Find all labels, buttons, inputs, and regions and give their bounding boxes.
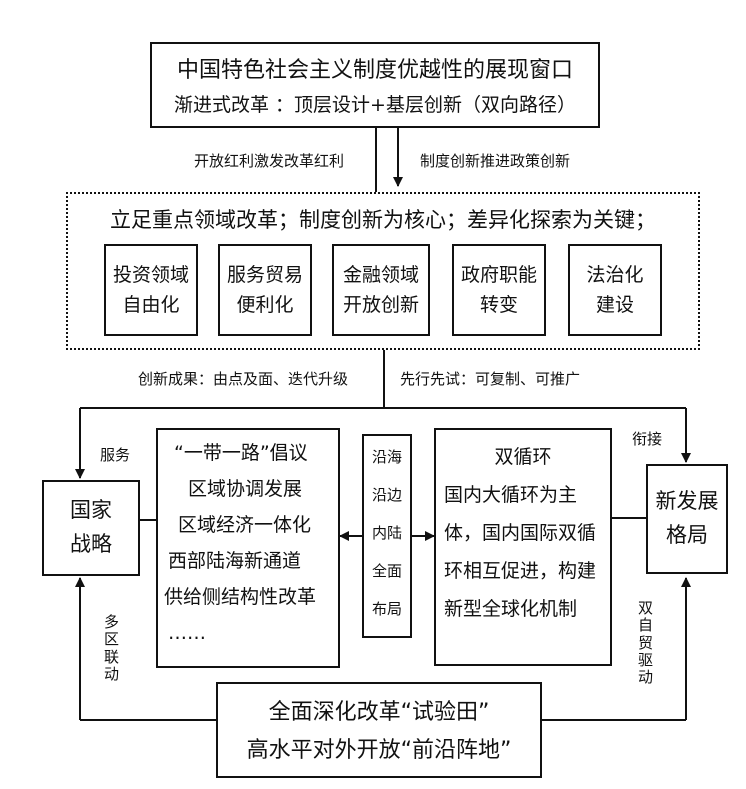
dual-circulation-line2: 体，国内国际双循 bbox=[444, 522, 597, 544]
item-rule-of-law-l2: 建设 bbox=[595, 294, 634, 316]
multi-zone-char-4: 动 bbox=[104, 664, 120, 683]
bottom-box: 全面深化改革“试验田” 高水平对外开放“前沿阵地” bbox=[216, 682, 542, 778]
item-services-trade-l1: 服务贸易 bbox=[226, 263, 303, 286]
strategy-list-box: “一带一路”倡议 区域协调发展 区域经济一体化 西部陆海新通道 供给侧结构性改革… bbox=[156, 428, 340, 668]
innovation-results-label: 创新成果：由点及面、迭代升级 bbox=[138, 370, 349, 388]
layout-item-1: 沿海 bbox=[371, 448, 402, 466]
connect-label: 衔接 bbox=[632, 430, 663, 448]
dual-ftz-char-4: 驱 bbox=[638, 650, 654, 669]
new-development-node: 新发展 格局 bbox=[646, 464, 728, 574]
top-box-line2: 渐进式改革 ：顶层设计+基层创新（双向路径） bbox=[174, 94, 576, 116]
middle-box: 立足重点领域改革；制度创新为核心；差异化探索为关键； bbox=[66, 192, 700, 350]
item-rule-of-law: 法治化 建设 bbox=[568, 244, 662, 336]
layout-item-4: 全面 bbox=[371, 562, 402, 580]
multi-zone-char-1: 多 bbox=[104, 613, 120, 631]
item-services-trade-l2: 便利化 bbox=[236, 294, 294, 316]
serve-label: 服务 bbox=[100, 446, 131, 464]
multi-zone-char-2: 区 bbox=[104, 630, 120, 649]
strategy-item-5: 供给侧结构性改革 bbox=[164, 586, 317, 608]
dual-circulation-box: 双循环 国内大循环为主 体，国内国际双循 环相互促进，构建 新型全球化机制 bbox=[434, 428, 612, 666]
item-rule-of-law-l1: 法治化 bbox=[586, 263, 644, 286]
top-box-line1: 中国特色社会主义制度优越性的展现窗口 bbox=[176, 58, 573, 83]
pilot-trial-label: 先行先试：可复制、可推广 bbox=[400, 370, 581, 388]
layout-item-2: 沿边 bbox=[371, 486, 402, 504]
national-strategy-l2: 战略 bbox=[70, 532, 112, 556]
national-strategy-l1: 国家 bbox=[70, 498, 112, 523]
dual-circulation-line4: 新型全球化机制 bbox=[444, 598, 578, 620]
dual-circulation-line1: 国内大循环为主 bbox=[444, 484, 578, 506]
strategy-item-4: 西部陆海新通道 bbox=[168, 550, 302, 572]
top-box: 中国特色社会主义制度优越性的展现窗口 渐进式改革 ：顶层设计+基层创新（双向路径… bbox=[150, 42, 600, 128]
item-government-l2: 转变 bbox=[479, 294, 518, 316]
dual-circulation-title: 双循环 bbox=[494, 446, 552, 468]
layout-item-3: 内陆 bbox=[371, 524, 402, 542]
bottom-box-line2: 高水平对外开放“前沿阵地” bbox=[246, 738, 512, 763]
dual-ftz-char-1: 双 bbox=[638, 599, 654, 617]
dual-ftz-char-5: 动 bbox=[638, 668, 654, 686]
left-arrow-label: 开放红利激发改革红利 bbox=[194, 152, 345, 170]
strategy-item-6: …… bbox=[168, 622, 206, 644]
item-investment-l1: 投资领域 bbox=[112, 263, 189, 286]
dual-ftz-drive-label: 双 自 贸 驱 动 bbox=[638, 599, 654, 686]
item-government: 政府职能 转变 bbox=[452, 244, 546, 336]
new-development-l1: 新发展 bbox=[655, 489, 719, 514]
dual-circulation-line3: 环相互促进，构建 bbox=[444, 560, 597, 582]
item-finance-l1: 金融领域 bbox=[342, 263, 419, 286]
item-finance-l2: 开放创新 bbox=[342, 294, 419, 316]
bottom-box-line1: 全面深化改革“试验田” bbox=[268, 700, 490, 725]
new-development-l2: 格局 bbox=[666, 523, 708, 547]
regional-layout-box: 沿海 沿边 内陆 全面 布局 bbox=[362, 434, 412, 638]
strategy-item-1: “一带一路”倡议 bbox=[174, 442, 308, 464]
layout-item-5: 布局 bbox=[371, 600, 402, 618]
right-arrow-label: 制度创新推进政策创新 bbox=[420, 152, 571, 170]
multi-zone-linkage-label: 多 区 联 动 bbox=[104, 613, 120, 683]
dual-ftz-char-2: 自 bbox=[638, 616, 654, 635]
multi-zone-char-3: 联 bbox=[104, 647, 120, 666]
item-services-trade: 服务贸易 便利化 bbox=[218, 244, 312, 336]
dual-ftz-char-3: 贸 bbox=[638, 633, 654, 652]
national-strategy-node: 国家 战略 bbox=[42, 480, 140, 576]
strategy-item-2: 区域协调发展 bbox=[188, 478, 303, 500]
item-investment-l2: 自由化 bbox=[122, 294, 180, 316]
strategy-item-3: 区域经济一体化 bbox=[178, 514, 312, 536]
middle-box-heading: 立足重点领域改革；制度创新为核心；差异化探索为关键； bbox=[110, 208, 656, 232]
item-government-l1: 政府职能 bbox=[460, 263, 537, 286]
item-investment: 投资领域 自由化 bbox=[104, 244, 198, 336]
item-finance: 金融领域 开放创新 bbox=[332, 244, 430, 336]
